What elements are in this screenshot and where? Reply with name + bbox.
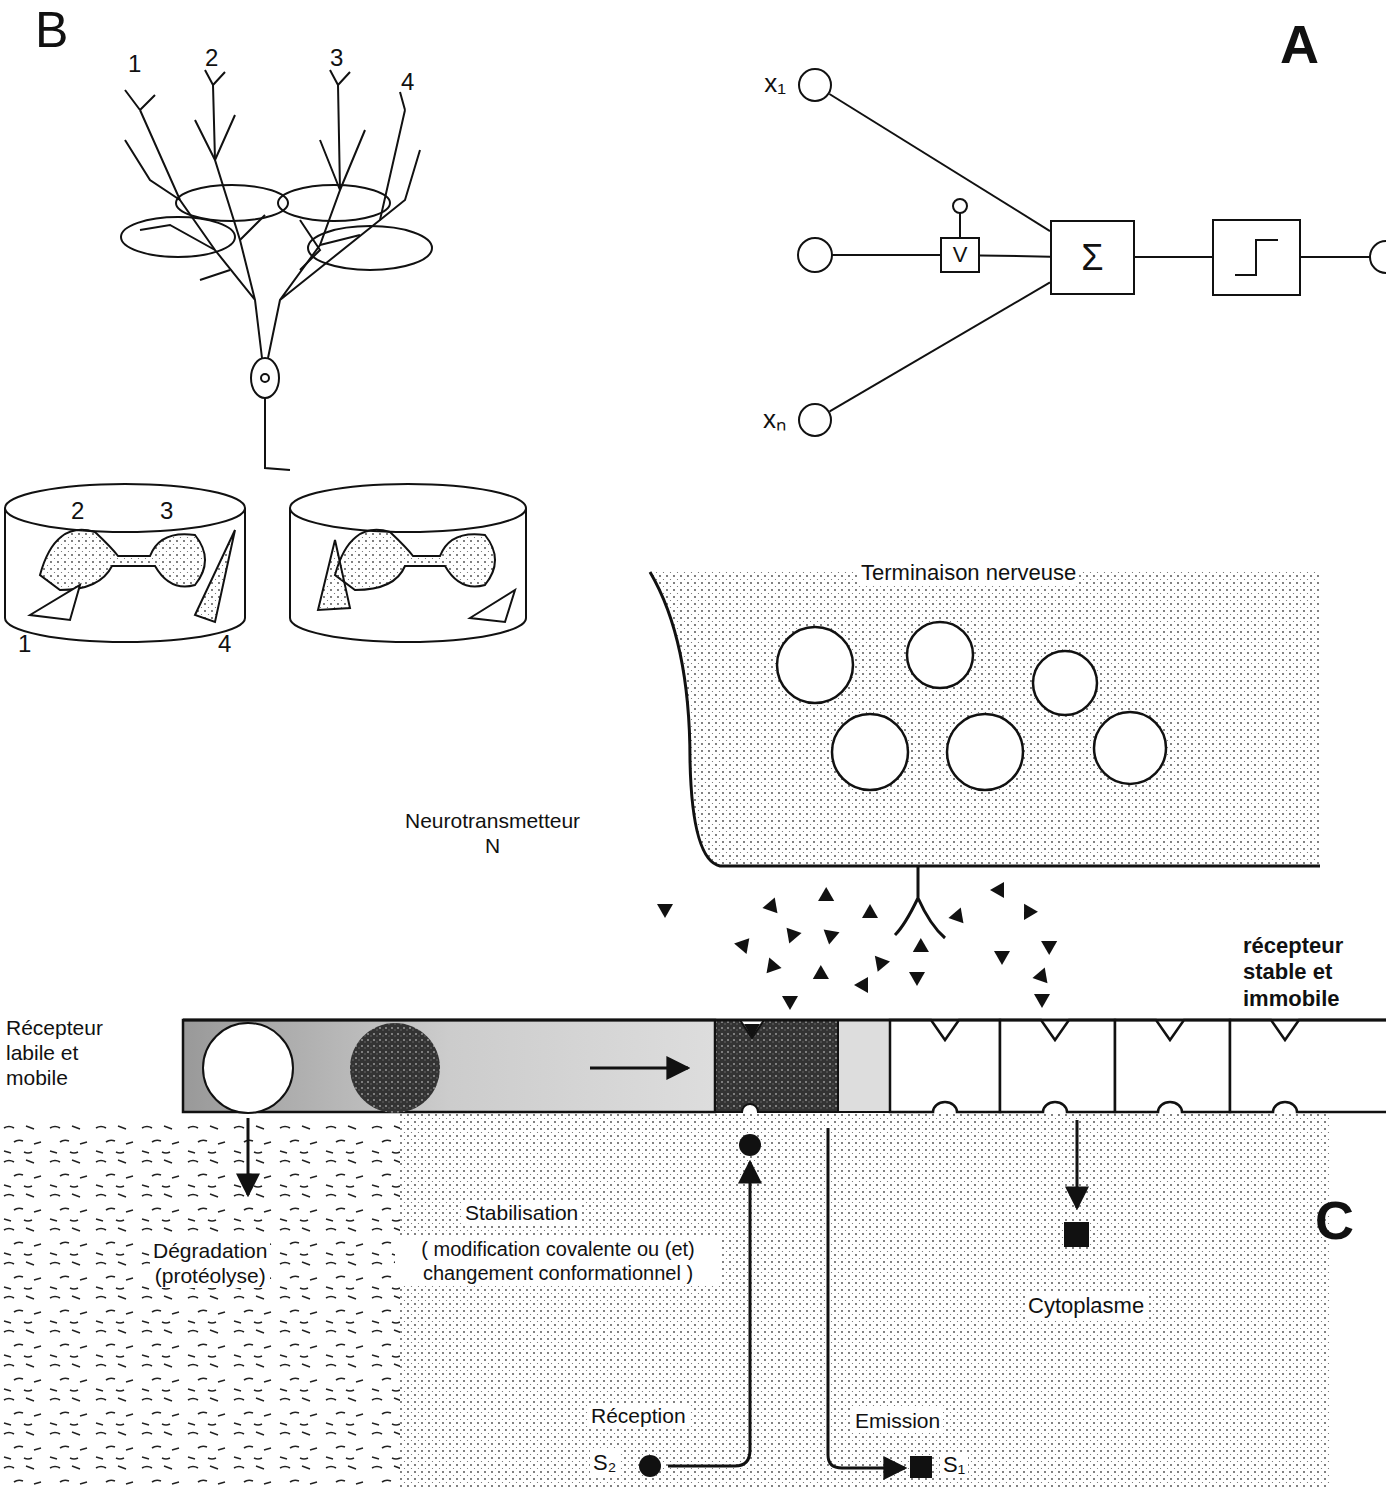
region-label: Cytoplasme: [1025, 1293, 1147, 1319]
part-label: Récepteur labile et mobile: [6, 1015, 124, 1091]
node-label: V: [953, 242, 968, 268]
stable-receptor: [1230, 1020, 1386, 1112]
neurotransmitter: [657, 904, 673, 918]
neurotransmitter: [824, 925, 843, 945]
neurotransmitter: [782, 928, 802, 947]
callout-number: 2: [205, 44, 218, 73]
process-label: ( modification covalente ou (et) changem…: [395, 1237, 721, 1285]
input-circle: x₁: [798, 68, 832, 102]
neurotransmitter: [994, 951, 1010, 965]
neurotransmitter: [762, 895, 782, 914]
neurotransmitter: [813, 965, 833, 986]
node-label: xₙ: [763, 400, 786, 436]
callout-number: 4: [401, 68, 414, 97]
signal-name: S₂: [590, 1450, 619, 1476]
neurotransmitter: [1017, 904, 1038, 924]
culture-dish: [5, 484, 526, 642]
input-line: [830, 282, 1050, 411]
neurotransmitter: [862, 904, 878, 918]
panel-letter: C: [1315, 1188, 1354, 1253]
neurotransmitter: [814, 887, 834, 908]
input-circle: xₙ: [798, 403, 832, 437]
input-line: [980, 255, 1050, 256]
synapse: [0, 572, 1386, 1487]
neuron-model: [798, 199, 1386, 295]
region-label: Terminaison nerveuse: [858, 560, 1079, 586]
neurotransmitter: [990, 882, 1004, 898]
callout-number: 1: [128, 50, 141, 79]
callout-number: 3: [330, 44, 343, 73]
callout-number: 3: [157, 497, 176, 526]
neurotransmitter: [782, 996, 798, 1010]
operator-box: Σ: [1050, 220, 1135, 295]
neurotransmitter: [854, 977, 868, 993]
neurotransmitter: [1034, 994, 1050, 1008]
input-line: [829, 94, 1050, 231]
neurotransmitter: [913, 938, 933, 959]
neuron: [121, 70, 432, 470]
neurotransmitter: [1037, 934, 1057, 955]
process-label: Réception: [588, 1403, 689, 1428]
node-label: x₁: [764, 68, 786, 99]
callout-number: 4: [218, 630, 231, 659]
part-label: récepteur stable et immobile: [1243, 933, 1383, 1012]
process-label: Emission: [852, 1408, 943, 1433]
neurotransmitter: [909, 972, 925, 986]
signal-name: S₁: [940, 1452, 968, 1478]
neurotransmitter: [948, 905, 968, 924]
process-label: Dégradation (protéolyse): [150, 1238, 270, 1288]
panel-letter: B: [35, 0, 68, 60]
neurotransmitter: [869, 951, 890, 972]
stable-receptor: [1115, 1020, 1230, 1112]
neurotransmitter: [1032, 965, 1052, 984]
panel-letter: A: [1280, 12, 1319, 77]
node-label: Σ: [1081, 237, 1103, 279]
neurotransmitter: [762, 955, 782, 974]
stable-receptor: [1000, 1020, 1115, 1112]
operator-box: V: [940, 237, 980, 273]
callout-number: 1: [18, 630, 31, 659]
neurotransmitter: [733, 936, 750, 954]
part-label: Neurotransmetteur N: [405, 808, 580, 858]
process-label: Stabilisation: [462, 1200, 581, 1225]
stable-receptor: [890, 1020, 1000, 1112]
callout-number: 2: [68, 497, 87, 526]
